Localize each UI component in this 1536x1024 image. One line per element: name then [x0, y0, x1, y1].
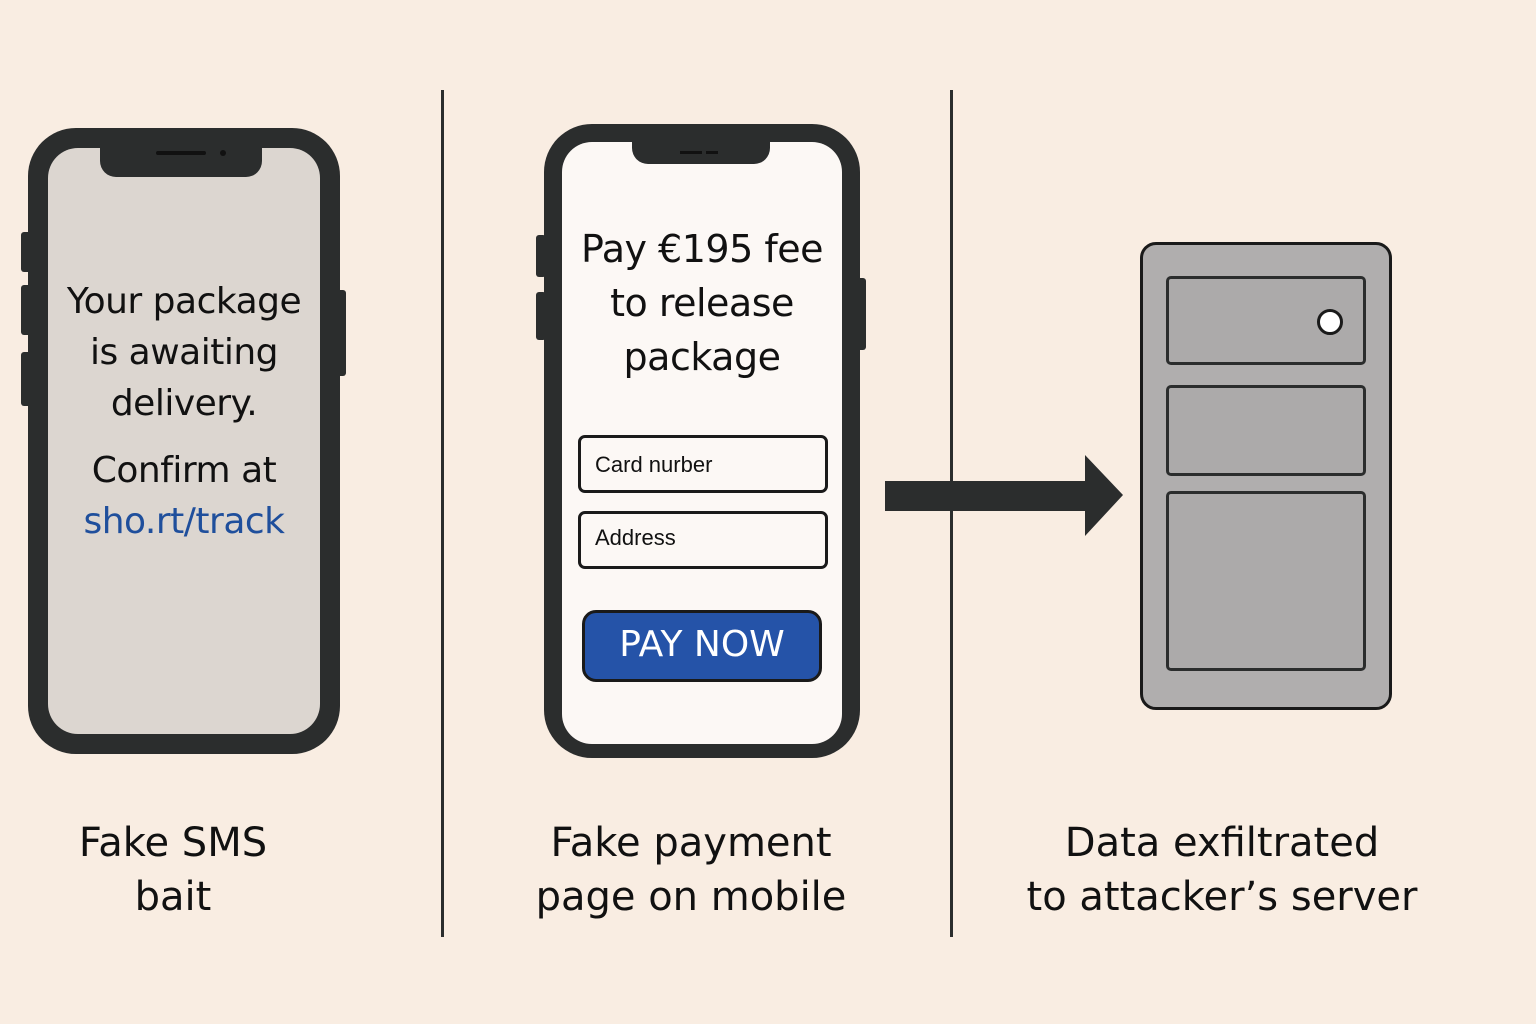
arrow-right-icon: [885, 455, 1123, 536]
server-drive-bay: [1166, 385, 1366, 476]
sms-line: delivery.: [110, 383, 258, 424]
speaker-icon: [706, 151, 718, 154]
server-drive-bay: [1166, 491, 1366, 671]
caption-line: page on mobile: [535, 874, 847, 920]
divider: [950, 90, 953, 937]
caption-fake-sms: Fake SMS bait: [23, 816, 323, 924]
payment-heading: Pay €195 fee to release package: [562, 222, 842, 384]
payment-phone: Pay €195 fee to release package Card nur…: [544, 124, 860, 758]
caption-data-exfiltrated: Data exfiltrated to attacker’s server: [1002, 816, 1442, 924]
server-icon: [1140, 242, 1392, 710]
sms-link[interactable]: sho.rt/track: [83, 501, 285, 542]
phone-side-button: [21, 352, 31, 406]
payment-screen: Pay €195 fee to release package Card nur…: [562, 142, 842, 744]
heading-line: package: [623, 335, 781, 379]
pay-now-button[interactable]: PAY NOW: [582, 610, 822, 682]
phone-notch: [632, 142, 770, 164]
address-input[interactable]: Address: [578, 511, 828, 569]
sms-phone: Your package is awaiting delivery. Confi…: [28, 128, 340, 754]
sms-line: is awaiting: [89, 332, 279, 373]
sms-screen: Your package is awaiting delivery. Confi…: [48, 148, 320, 734]
caption-line: bait: [134, 874, 212, 920]
caption-fake-payment: Fake payment page on mobile: [491, 816, 891, 924]
phone-side-button: [856, 278, 866, 350]
server-drive-bay: [1166, 276, 1366, 365]
caption-line: Fake payment: [550, 820, 832, 866]
speaker-icon: [156, 151, 206, 155]
phone-side-button: [21, 285, 31, 335]
divider: [441, 90, 444, 937]
sms-message: Your package is awaiting delivery. Confi…: [48, 276, 320, 547]
heading-line: to release: [610, 281, 794, 325]
caption-line: Data exfiltrated: [1064, 820, 1380, 866]
card-number-input[interactable]: Card nurber: [578, 435, 828, 493]
camera-icon: [220, 150, 226, 156]
phone-side-button: [536, 292, 546, 340]
caption-line: to attacker’s server: [1026, 874, 1418, 920]
speaker-icon: [680, 151, 702, 154]
caption-line: Fake SMS: [78, 820, 268, 866]
phone-side-button: [21, 232, 31, 272]
sms-line: Your package: [66, 281, 302, 322]
phone-side-button: [336, 290, 346, 376]
heading-line: Pay €195 fee: [581, 227, 823, 271]
phone-notch: [100, 148, 262, 177]
sms-confirm: Confirm at: [91, 450, 277, 491]
phone-side-button: [536, 235, 546, 277]
power-led-icon: [1317, 309, 1343, 335]
